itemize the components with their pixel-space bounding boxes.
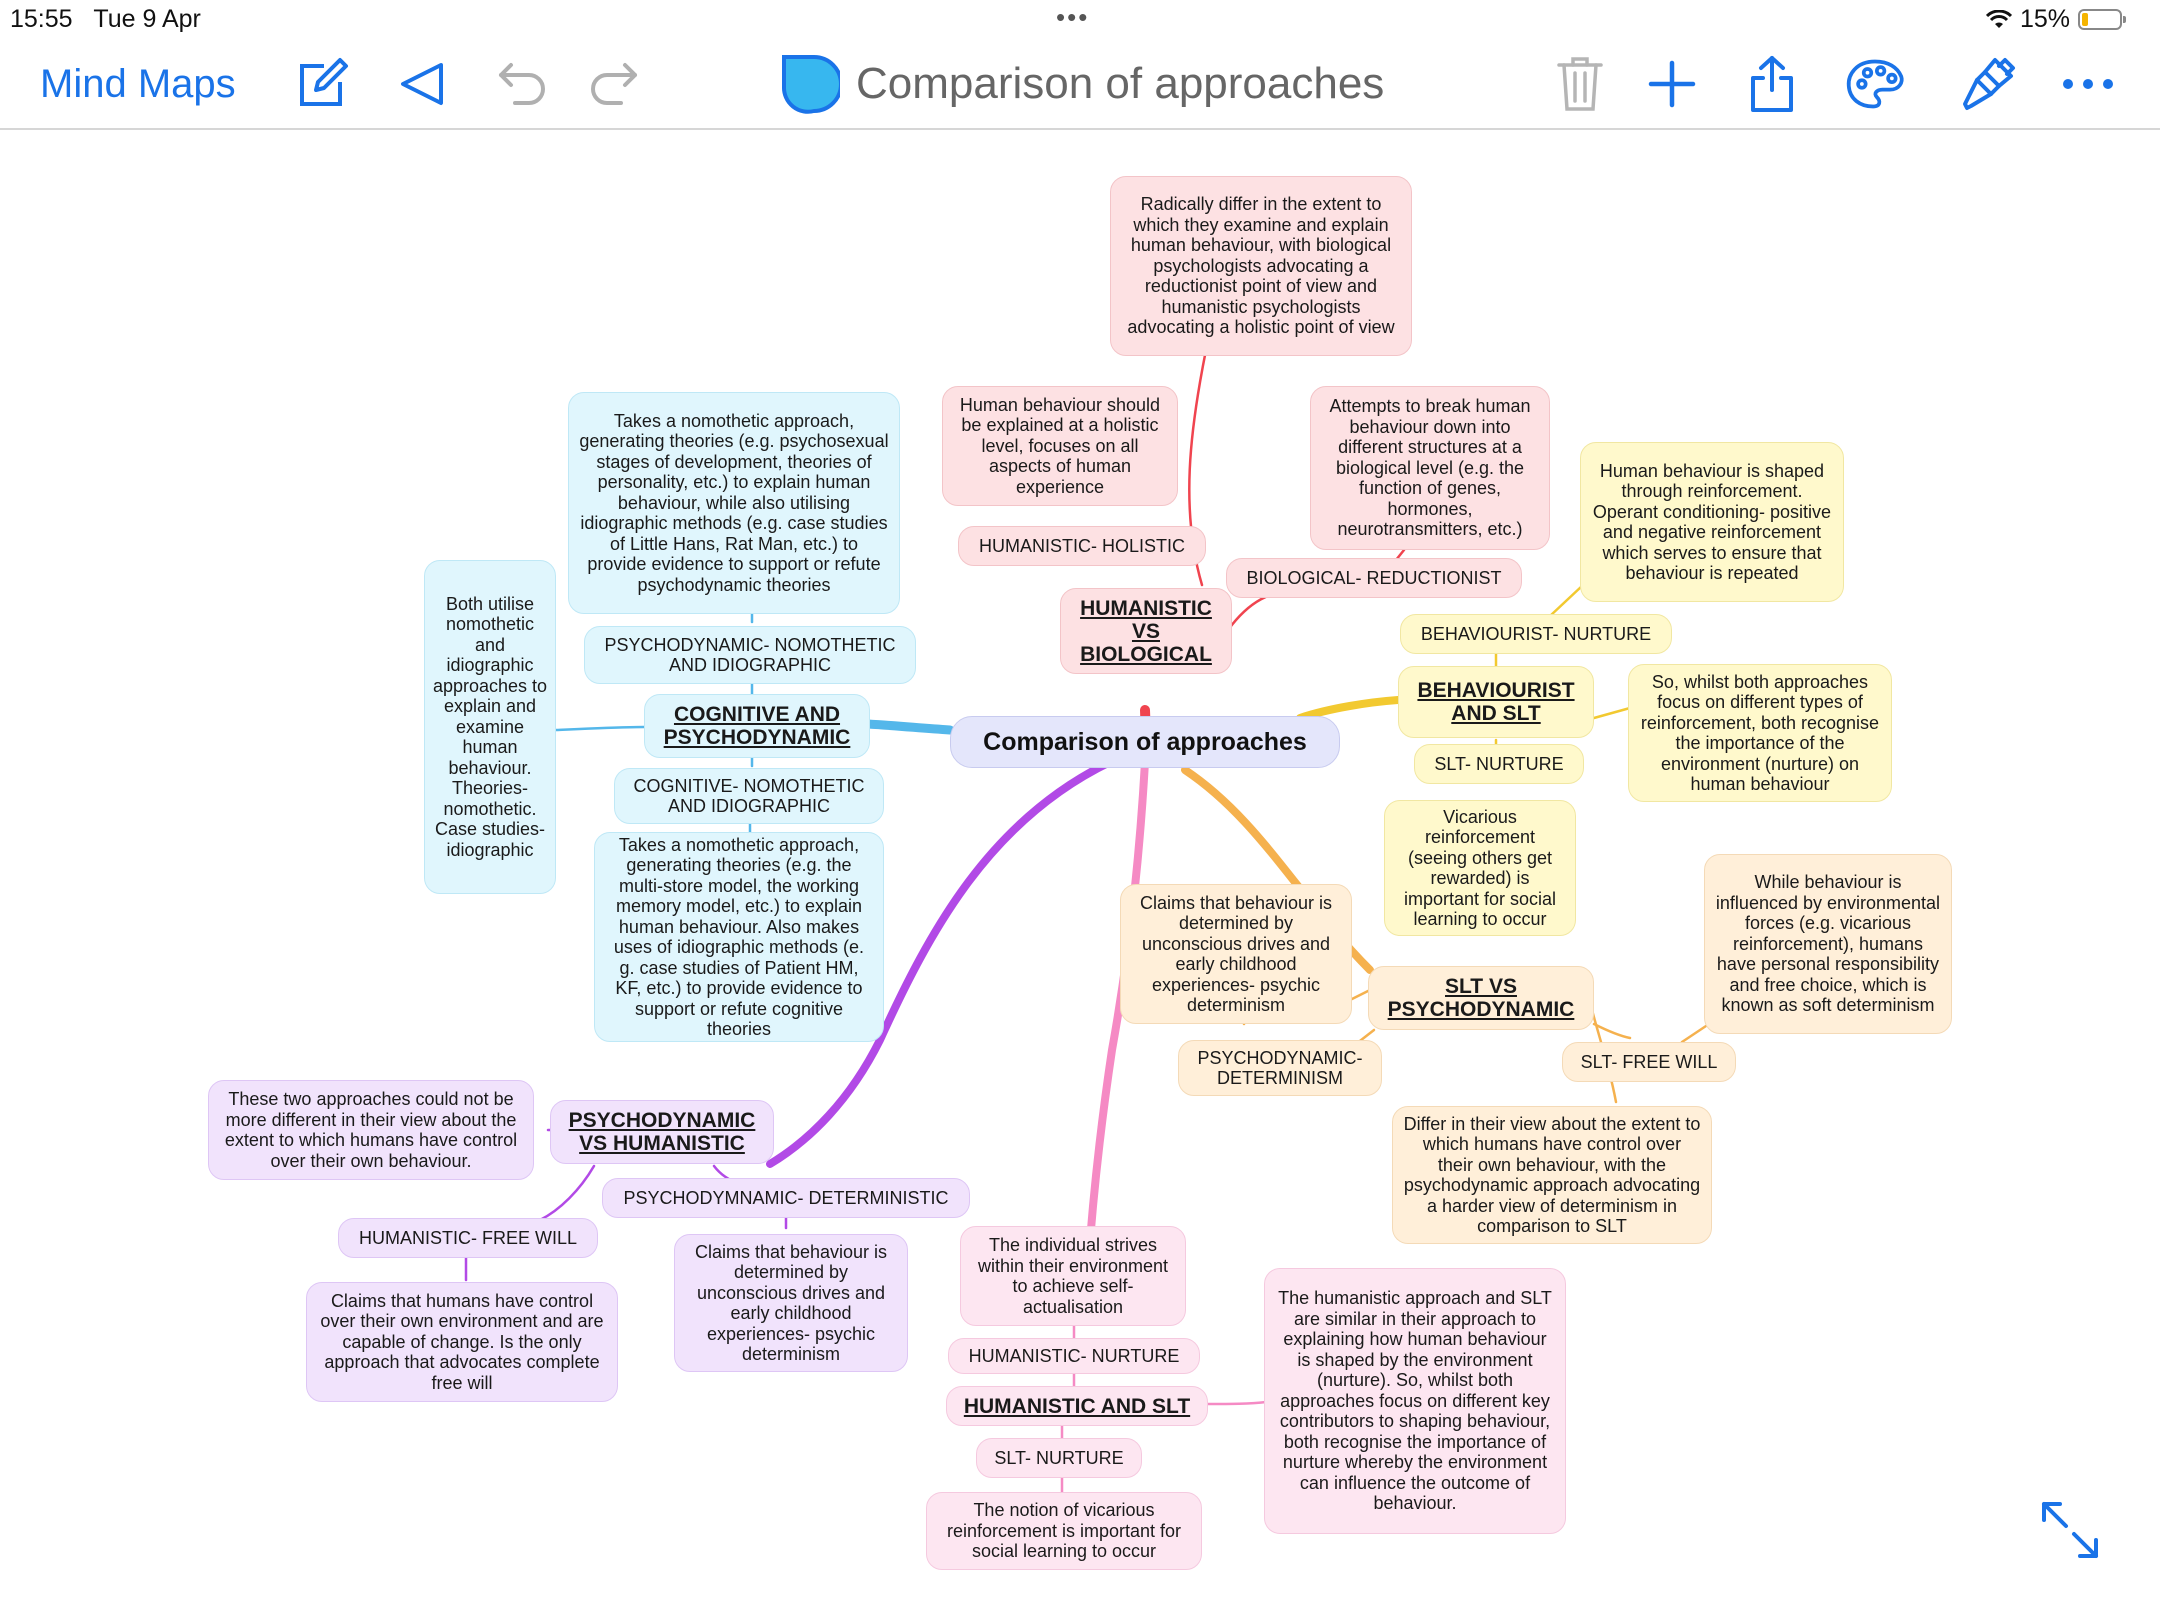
compose-icon[interactable] (292, 40, 352, 128)
document-title[interactable]: Comparison of approaches (780, 40, 1384, 128)
note-slt-vicarious-reinforcement[interactable]: The notion of vicarious reinforcement is… (926, 1492, 1202, 1570)
topic-humanistic-vs-biological[interactable]: HUMANISTIC VS BIOLOGICAL (1060, 588, 1232, 674)
note-behaviourist-and-slt-summary[interactable]: So, whilst both approaches focus on diff… (1628, 664, 1892, 802)
undo-icon[interactable] (492, 40, 552, 128)
note-cognitive-nomothetic[interactable]: Takes a nomothetic approach, generating … (594, 832, 884, 1042)
multitasking-dots-icon[interactable]: ••• (1056, 2, 1090, 32)
toolbar: Mind Maps Comparison of approaches (0, 40, 2160, 130)
status-time: 15:55 Tue 9 Apr (10, 5, 201, 33)
battery-percent: 15% (2019, 5, 2070, 33)
topic-psychodynamic-vs-humanistic[interactable]: PSYCHODYNAMIC VS HUMANISTIC (550, 1100, 774, 1164)
note-humanistic-and-slt[interactable]: The humanistic approach and SLT are simi… (1264, 1268, 1566, 1534)
label-humanistic-holistic[interactable]: HUMANISTIC- HOLISTIC (958, 526, 1206, 566)
plus-icon[interactable] (1642, 40, 1702, 128)
note-slt-nurture[interactable]: Vicarious reinforcement (seeing others g… (1384, 800, 1576, 936)
battery-icon (2078, 9, 2126, 30)
trash-icon[interactable] (1550, 40, 1610, 128)
note-psychodynamic-nomothetic[interactable]: Takes a nomothetic approach, generating … (568, 392, 900, 614)
note-humanistic-holistic[interactable]: Human behaviour should be explained at a… (942, 386, 1178, 506)
label-psychodynamic-deterministic[interactable]: PSYCHODYMNAMIC- DETERMINISTIC (602, 1178, 970, 1218)
label-psychodynamic-determinism[interactable]: PSYCHODYNAMIC- DETERMINISM (1178, 1040, 1382, 1096)
note-behaviourist-nurture[interactable]: Human behaviour is shaped through reinfo… (1580, 442, 1844, 602)
note-humanistic-free-will[interactable]: Claims that humans have control over the… (306, 1282, 618, 1402)
label-behaviourist-nurture[interactable]: BEHAVIOURIST- NURTURE (1400, 614, 1672, 654)
palette-icon[interactable] (1845, 40, 1905, 128)
mind-map-canvas[interactable]: Comparison of approaches HUMANISTIC VS B… (0, 130, 2160, 1620)
note-biological-reductionist[interactable]: Attempts to break human behaviour down i… (1310, 386, 1550, 550)
note-psychodynamic-vs-humanistic[interactable]: These two approaches could not be more d… (208, 1080, 534, 1180)
label-slt-nurture[interactable]: SLT- NURTURE (1414, 744, 1584, 784)
note-psychodynamic-deterministic[interactable]: Claims that behaviour is determined by u… (674, 1234, 908, 1372)
label-humanistic-free-will[interactable]: HUMANISTIC- FREE WILL (338, 1218, 598, 1258)
note-slt-free-will[interactable]: While behaviour is influenced by environ… (1704, 854, 1952, 1034)
wifi-icon (1985, 9, 2012, 28)
status-right: 15% (1985, 5, 2126, 34)
note-humanistic-vs-biological[interactable]: Radically differ in the extent to which … (1110, 176, 1412, 356)
document-title-text: Comparison of approaches (856, 59, 1385, 108)
expand-icon[interactable] (2036, 1496, 2104, 1564)
label-slt-free-will[interactable]: SLT- FREE WILL (1562, 1042, 1736, 1082)
document-icon (781, 55, 840, 114)
label-cognitive-nomothetic[interactable]: COGNITIVE- NOMOTHETIC AND IDIOGRAPHIC (614, 768, 884, 824)
share-icon[interactable] (1742, 40, 1802, 128)
send-icon[interactable] (392, 40, 452, 128)
label-psychodynamic-nomothetic[interactable]: PSYCHODYNAMIC- NOMOTHETIC AND IDIOGRAPHI… (584, 626, 916, 684)
brush-icon[interactable] (1958, 40, 2018, 128)
label-slt-nurture-2[interactable]: SLT- NURTURE (976, 1438, 1142, 1478)
topic-slt-vs-psychodynamic[interactable]: SLT VS PSYCHODYNAMIC (1368, 966, 1594, 1030)
note-cognitive-and-psychodynamic[interactable]: Both utilise nomothetic and idiographic … (424, 560, 556, 894)
label-humanistic-nurture[interactable]: HUMANISTIC- NURTURE (948, 1338, 1200, 1374)
topic-behaviourist-and-slt[interactable]: BEHAVIOURIST AND SLT (1398, 666, 1594, 738)
label-biological-reductionist[interactable]: BIOLOGICAL- REDUCTIONIST (1226, 558, 1522, 598)
topic-cognitive-and-psychodynamic[interactable]: COGNITIVE AND PSYCHODYNAMIC (644, 694, 870, 758)
note-humanistic-self-actualisation[interactable]: The individual strives within their envi… (960, 1226, 1186, 1326)
note-slt-vs-psychodynamic[interactable]: Differ in their view about the extent to… (1392, 1106, 1712, 1244)
topic-humanistic-and-slt[interactable]: HUMANISTIC AND SLT (946, 1386, 1208, 1426)
more-icon[interactable] (2058, 40, 2118, 128)
status-bar: 15:55 Tue 9 Apr ••• 15% (0, 0, 2160, 40)
central-topic[interactable]: Comparison of approaches (950, 716, 1340, 768)
redo-icon[interactable] (584, 40, 644, 128)
back-to-mind-maps-button[interactable]: Mind Maps (40, 61, 236, 106)
note-psychodynamic-determinism[interactable]: Claims that behaviour is determined by u… (1120, 884, 1352, 1024)
